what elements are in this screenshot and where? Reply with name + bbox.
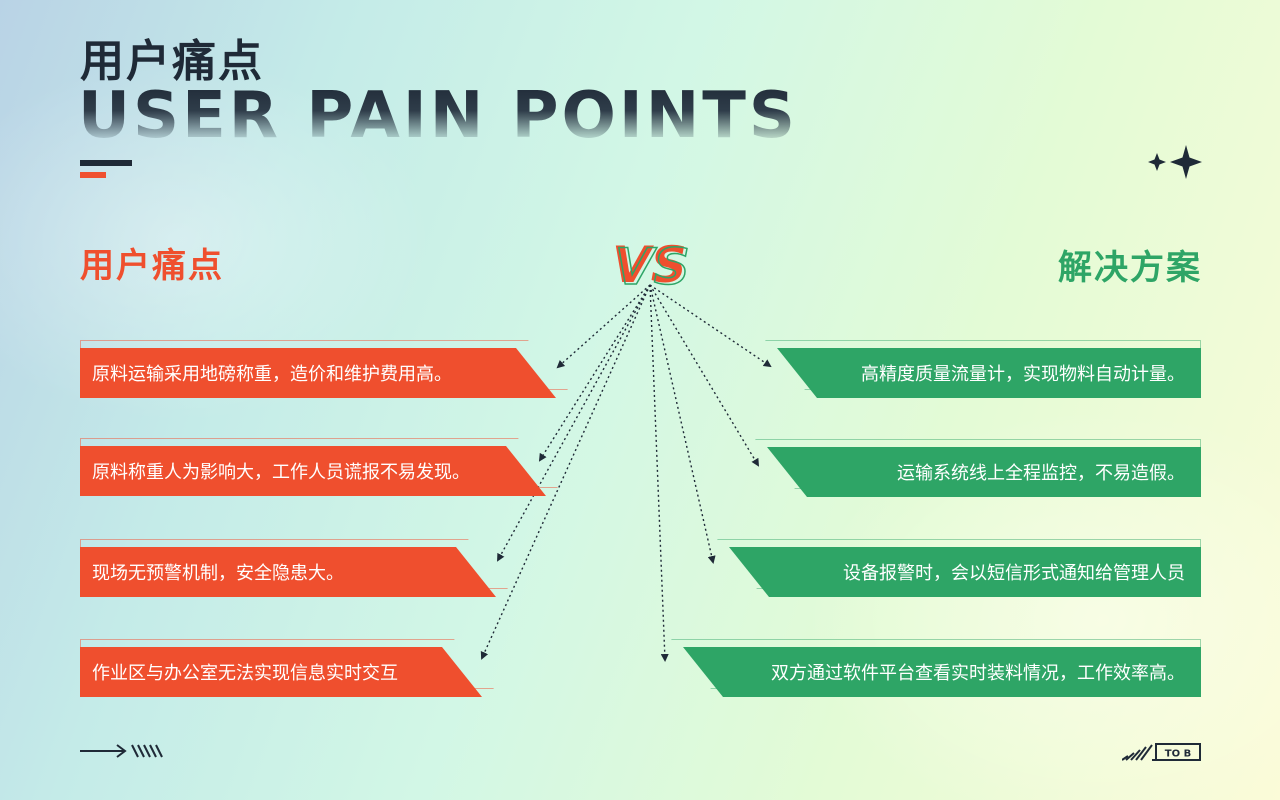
solution-card-3: 设备报警时，会以短信形式通知给管理人员 bbox=[717, 539, 1201, 597]
pain-point-text: 原料称重人为影响大，工作人员谎报不易发现。 bbox=[80, 446, 546, 496]
to-b-badge: TO B bbox=[1122, 743, 1201, 761]
vs-text-outline: VS bbox=[615, 238, 690, 294]
solution-text: 运输系统线上全程监控，不易造假。 bbox=[767, 447, 1201, 497]
page-subtitle-en: USER PAIN POINTS bbox=[78, 82, 798, 146]
pain-point-text: 作业区与办公室无法实现信息实时交互 bbox=[80, 647, 482, 697]
solution-card-1: 高精度质量流量计，实现物料自动计量。 bbox=[765, 340, 1201, 398]
stripes-icon bbox=[1122, 744, 1153, 761]
vs-logo: VS VS bbox=[612, 236, 690, 294]
pain-point-text: 现场无预警机制，安全隐患大。 bbox=[80, 547, 496, 597]
pain-point-card-3: 现场无预警机制，安全隐患大。 bbox=[80, 547, 496, 597]
accent-bar-dark bbox=[80, 160, 132, 166]
pain-point-card-2: 原料称重人为影响大，工作人员谎报不易发现。 bbox=[80, 446, 546, 496]
solution-text: 双方通过软件平台查看实时装料情况，工作效率高。 bbox=[683, 647, 1201, 697]
accent-bar-red bbox=[80, 172, 106, 178]
solution-text: 高精度质量流量计，实现物料自动计量。 bbox=[777, 348, 1201, 398]
arrow-right-icon bbox=[80, 744, 163, 758]
pain-point-card-1: 原料运输采用地磅称重，造价和维护费用高。 bbox=[80, 348, 556, 398]
solution-text: 设备报警时，会以短信形式通知给管理人员 bbox=[729, 547, 1201, 597]
to-b-label: TO B bbox=[1165, 749, 1191, 760]
sparkle-icon bbox=[1148, 145, 1202, 179]
page-title: 用户痛点 bbox=[80, 36, 264, 87]
solution-card-4: 双方通过软件平台查看实时装料情况，工作效率高。 bbox=[671, 639, 1201, 697]
vs-text-red: VS bbox=[612, 236, 687, 294]
pain-point-text: 原料运输采用地磅称重，造价和维护费用高。 bbox=[80, 348, 556, 398]
pain-points-heading: 用户痛点 bbox=[80, 246, 224, 286]
solution-card-2: 运输系统线上全程监控，不易造假。 bbox=[755, 439, 1201, 497]
pain-point-card-4: 作业区与办公室无法实现信息实时交互 bbox=[80, 647, 482, 697]
solutions-heading: 解决方案 bbox=[1058, 248, 1202, 288]
